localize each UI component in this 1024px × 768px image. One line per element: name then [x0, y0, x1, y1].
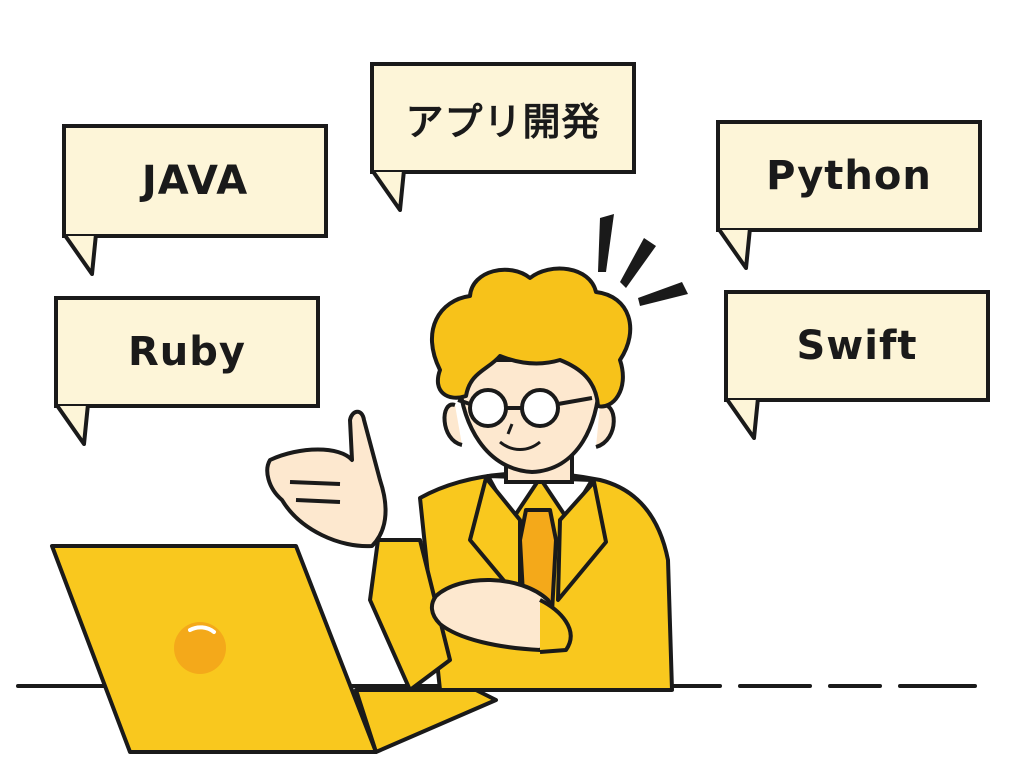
- bubble-tail: [716, 228, 752, 270]
- bubble-python-box: Python: [716, 120, 982, 232]
- bubble-java: JAVA: [62, 124, 328, 276]
- bubble-apuri-box: アプリ開発: [370, 62, 636, 174]
- suit-body: [418, 471, 674, 692]
- head: [429, 266, 633, 475]
- bubble-apuri: アプリ開発: [370, 62, 636, 212]
- bubble-tail: [62, 234, 98, 276]
- bubble-label-apuri: アプリ開発: [405, 99, 601, 144]
- bubble-tail: [724, 398, 760, 440]
- bubble-swift: Swift: [724, 290, 990, 440]
- bubble-label-java: JAVA: [141, 158, 249, 204]
- laptop-icon: [50, 544, 498, 754]
- surprise-lines-icon: [598, 214, 688, 306]
- bubble-label-swift: Swift: [796, 323, 918, 369]
- bubble-label-python: Python: [766, 153, 932, 199]
- bubble-swift-box: Swift: [724, 290, 990, 402]
- round-glasses-icon: [457, 388, 593, 428]
- bubble-java-box: JAVA: [62, 124, 328, 238]
- laptop-logo: [174, 622, 226, 674]
- bubble-tail: [370, 170, 406, 212]
- bubble-ruby: Ruby: [54, 296, 320, 446]
- bubble-ruby-box: Ruby: [54, 296, 320, 408]
- bubble-label-ruby: Ruby: [128, 329, 246, 375]
- bubble-python: Python: [716, 120, 982, 270]
- desk-hands: [429, 578, 573, 654]
- raised-hand: [265, 409, 452, 692]
- bubble-tail: [54, 404, 90, 446]
